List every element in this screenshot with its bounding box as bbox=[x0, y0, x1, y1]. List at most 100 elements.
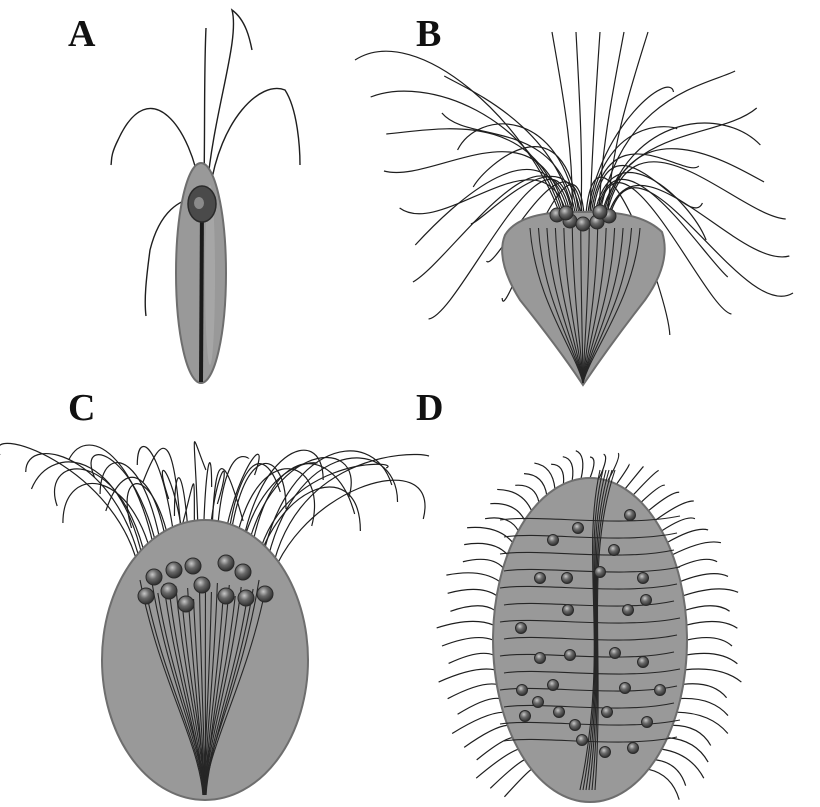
cilium bbox=[687, 653, 738, 663]
cilium bbox=[448, 589, 497, 595]
cilium bbox=[450, 606, 494, 612]
basal-body bbox=[625, 510, 636, 521]
cilium bbox=[683, 684, 726, 698]
basal-body bbox=[166, 562, 182, 578]
cilium bbox=[515, 485, 539, 502]
basal-body bbox=[638, 657, 649, 668]
cilium bbox=[446, 573, 499, 582]
cilium bbox=[563, 457, 573, 481]
cilium bbox=[685, 606, 729, 612]
basal-body bbox=[565, 650, 576, 661]
basal-body bbox=[593, 205, 607, 219]
cilium bbox=[625, 466, 643, 489]
panel-label-b: B bbox=[416, 13, 441, 55]
cilium bbox=[442, 638, 493, 646]
cilium bbox=[437, 621, 494, 628]
flagellum bbox=[210, 88, 300, 190]
basal-body bbox=[563, 605, 574, 616]
cilium bbox=[467, 527, 512, 542]
panel-c-illustration bbox=[0, 442, 429, 800]
basal-body bbox=[628, 743, 639, 754]
basal-body bbox=[218, 588, 234, 604]
basal-body bbox=[520, 711, 531, 722]
basal-body bbox=[218, 555, 234, 571]
flagellum bbox=[599, 32, 624, 215]
basal-body bbox=[161, 583, 177, 599]
cilium bbox=[672, 542, 720, 555]
basal-body bbox=[642, 717, 653, 728]
basal-body bbox=[548, 680, 559, 691]
cilium bbox=[534, 463, 555, 489]
basal-body bbox=[577, 735, 588, 746]
cilium bbox=[449, 653, 494, 663]
basal-body bbox=[623, 605, 634, 616]
basal-body bbox=[602, 707, 613, 718]
cilium bbox=[667, 529, 708, 542]
basal-body bbox=[641, 595, 652, 606]
flagellum bbox=[111, 108, 200, 190]
basal-body bbox=[516, 623, 527, 634]
cilium bbox=[680, 574, 728, 582]
basal-body bbox=[554, 707, 565, 718]
basal-body bbox=[595, 567, 606, 578]
basal-body bbox=[257, 586, 273, 602]
basal-body bbox=[620, 683, 631, 694]
cilium bbox=[683, 589, 738, 596]
basal-body bbox=[573, 523, 584, 534]
panel-label-d: D bbox=[416, 387, 443, 429]
cilium bbox=[617, 464, 630, 484]
cilium bbox=[464, 725, 507, 747]
basal-body bbox=[535, 653, 546, 664]
flagellum bbox=[601, 108, 756, 215]
basal-body bbox=[238, 590, 254, 606]
basal-body bbox=[235, 564, 251, 580]
basal-body bbox=[535, 573, 546, 584]
basal-body bbox=[548, 535, 559, 546]
panel-d-illustration bbox=[437, 451, 742, 802]
cilium bbox=[662, 518, 695, 531]
cilium bbox=[464, 543, 507, 554]
panel-a-illustration bbox=[111, 10, 300, 383]
cilium bbox=[490, 760, 524, 789]
basal-body bbox=[609, 545, 620, 556]
cilium bbox=[576, 451, 583, 479]
cilium bbox=[439, 669, 495, 682]
panel-label-c: C bbox=[68, 387, 95, 429]
panel-b-illustration bbox=[355, 32, 793, 385]
cilium bbox=[476, 749, 518, 778]
cilium bbox=[497, 489, 531, 510]
cilium bbox=[641, 485, 665, 502]
flagellum bbox=[605, 149, 764, 215]
basal-body bbox=[194, 577, 210, 593]
basal-body bbox=[610, 648, 621, 659]
panel-a-axostyle bbox=[201, 205, 202, 382]
cilium bbox=[687, 622, 738, 629]
basal-body bbox=[559, 206, 573, 220]
basal-body bbox=[562, 573, 573, 584]
cilium bbox=[648, 769, 679, 799]
basal-body bbox=[533, 697, 544, 708]
basal-body bbox=[185, 558, 201, 574]
basal-body bbox=[517, 685, 528, 696]
flagellum bbox=[552, 32, 572, 215]
flagellum bbox=[270, 454, 429, 581]
cilium bbox=[677, 559, 717, 567]
cilium bbox=[667, 738, 708, 762]
basal-body bbox=[138, 588, 154, 604]
cilium bbox=[590, 457, 594, 478]
basal-body bbox=[146, 569, 162, 585]
cilium bbox=[685, 669, 741, 682]
cilium bbox=[687, 638, 732, 646]
cilium bbox=[463, 559, 503, 567]
basal-body bbox=[178, 596, 194, 612]
basal-body bbox=[600, 747, 611, 758]
cilium bbox=[524, 474, 547, 495]
basal-body bbox=[638, 573, 649, 584]
cilium bbox=[677, 712, 728, 733]
cilium bbox=[672, 725, 710, 745]
basal-body bbox=[576, 217, 590, 231]
panel-b-cell-body bbox=[502, 212, 665, 385]
cilium bbox=[458, 698, 500, 714]
